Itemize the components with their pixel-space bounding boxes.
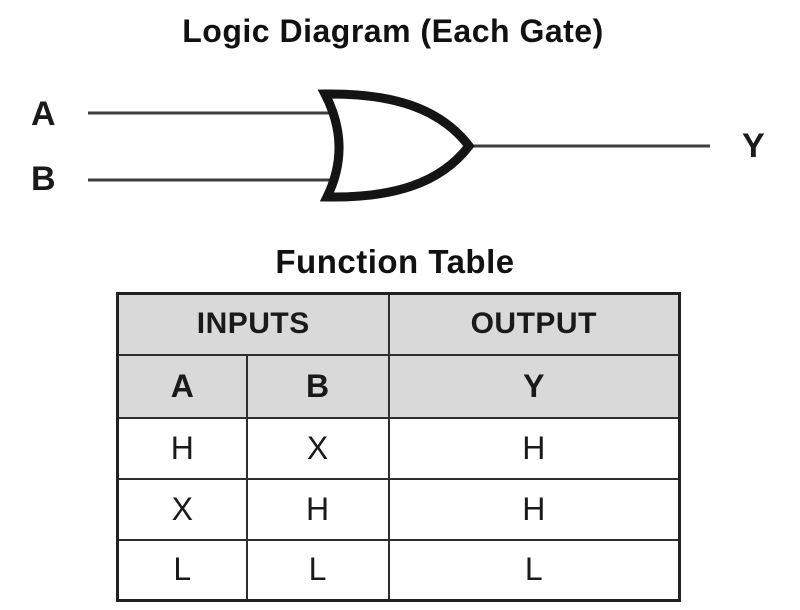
cell-y: H	[387, 477, 681, 541]
table-column-header-row: A B Y	[116, 353, 681, 419]
cell-b: H	[245, 477, 390, 541]
cell-y: H	[387, 416, 681, 480]
column-header-y: Y	[387, 353, 681, 419]
cell-a: H	[116, 416, 248, 480]
input-a-label: A	[31, 95, 56, 133]
or-gate-symbol	[317, 89, 475, 202]
diagram-title: Logic Diagram (Each Gate)	[182, 13, 604, 49]
table-row: H X H	[116, 416, 681, 480]
table-row: L L L	[116, 538, 681, 602]
function-table: INPUTS OUTPUT A B Y H X H X H H L L L	[116, 292, 682, 602]
column-header-a: A	[116, 353, 248, 419]
cell-b: X	[245, 416, 390, 480]
cell-a: L	[116, 538, 248, 602]
input-b-label: B	[31, 160, 56, 198]
cell-b: L	[245, 538, 390, 602]
logic-diagram	[88, 89, 710, 202]
table-group-header-row: INPUTS OUTPUT	[116, 292, 681, 356]
cell-y: L	[387, 538, 681, 602]
inputs-group-header: INPUTS	[116, 292, 390, 356]
output-group-header: OUTPUT	[387, 292, 681, 356]
table-row: X H H	[116, 477, 681, 541]
cell-a: X	[116, 477, 248, 541]
function-table-title: Function Table	[275, 243, 515, 280]
output-y-label: Y	[742, 127, 765, 165]
column-header-b: B	[245, 353, 390, 419]
